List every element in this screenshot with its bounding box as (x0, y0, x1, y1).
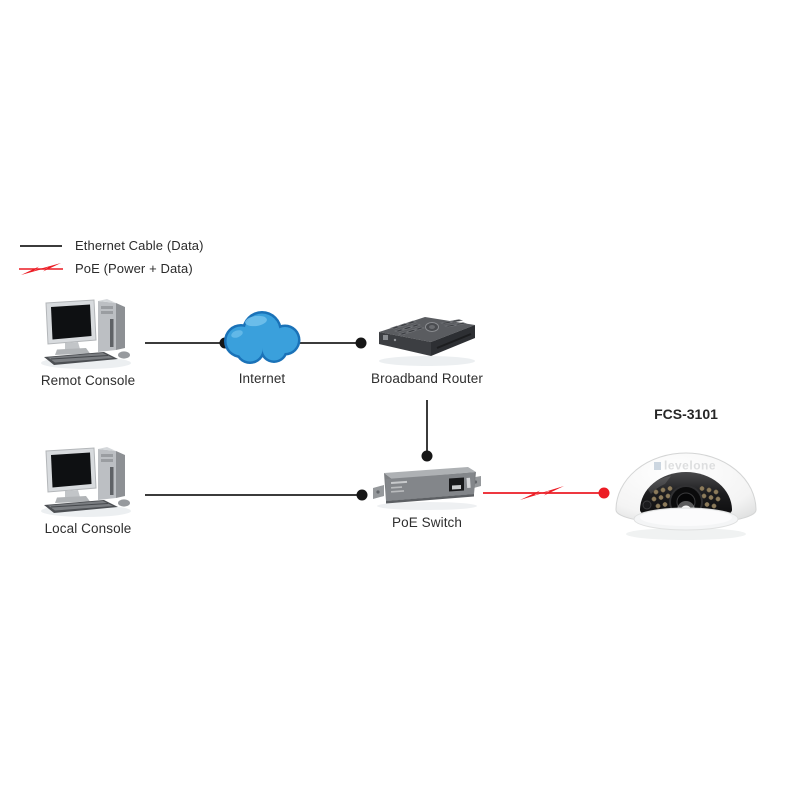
ethernet-line-router-switch (421, 400, 433, 462)
desktop-computer-icon (41, 447, 131, 517)
ir-led-array-left (651, 486, 673, 509)
camera-model-label: FCS-3101 (654, 406, 718, 422)
svg-text:levelone: levelone (664, 459, 716, 473)
cloud-icon (224, 311, 301, 364)
desktop-computer-icon (41, 299, 131, 369)
node-broadband-router: Broadband Router (371, 310, 483, 386)
ethernet-line-swatch-icon (20, 244, 62, 247)
poe-switch-label: PoE Switch (391, 515, 463, 530)
node-poe-switch: PoE Switch (370, 460, 484, 530)
node-remote-console: Remot Console (32, 298, 144, 388)
router-icon (379, 317, 475, 366)
legend-label-poe: PoE (Power + Data) (75, 261, 193, 276)
legend-label-ethernet: Ethernet Cable (Data) (75, 238, 204, 253)
connector-dot-red (598, 487, 610, 499)
local-console-label: Local Console (44, 521, 132, 536)
legend-item-poe: PoE (Power + Data) (18, 257, 204, 280)
dome-camera-icon: levelone (615, 452, 757, 540)
node-internet: Internet (210, 306, 314, 386)
broadband-router-label: Broadband Router (371, 371, 483, 386)
node-camera: FCS-3101 levelone (610, 406, 762, 544)
internet-label: Internet (238, 371, 286, 386)
connector-dot (355, 337, 367, 349)
legend: Ethernet Cable (Data) PoE (Power + Data) (18, 234, 204, 280)
poe-switch-icon (373, 467, 481, 510)
legend-item-ethernet: Ethernet Cable (Data) (18, 234, 204, 257)
node-local-console: Local Console (32, 446, 144, 536)
poe-lightning-swatch-icon (19, 262, 63, 275)
lightning-bolt-icon (520, 486, 564, 500)
ir-led-array-right (699, 486, 721, 509)
camera-brand-logo: levelone (654, 459, 716, 473)
ethernet-line-local-switch (145, 489, 368, 501)
connector-dot (356, 489, 368, 501)
remote-console-label: Remot Console (40, 373, 136, 388)
poe-line-switch-camera (483, 486, 610, 500)
